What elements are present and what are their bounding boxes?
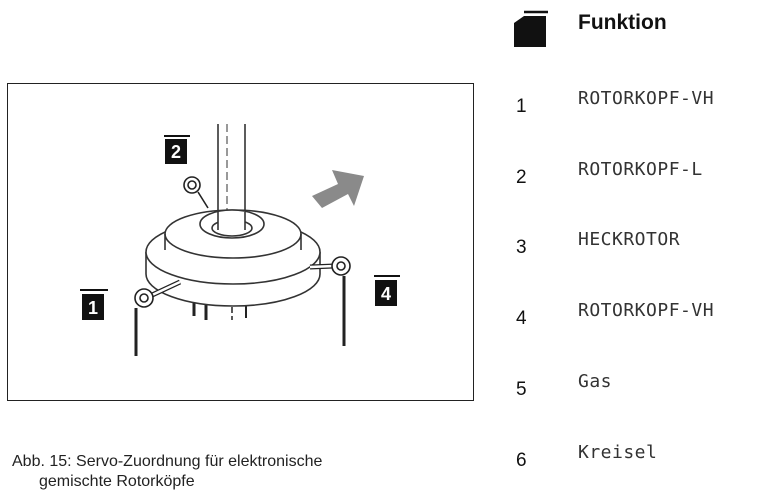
function-label: ROTORKOPF-VH	[578, 300, 715, 321]
marker-2: 2	[164, 135, 190, 164]
function-number: 1	[516, 96, 527, 117]
marker-1: 1	[80, 289, 108, 320]
ball-link-4	[309, 256, 351, 346]
figure-servo-diagram: 2 1 4	[7, 83, 474, 401]
function-label: ROTORKOPF-L	[578, 159, 703, 180]
caption-line-2: gemischte Rotorköpfe	[39, 473, 195, 490]
marker-2-label: 2	[171, 142, 181, 162]
function-row-6: 6 Kreisel	[0, 442, 762, 472]
function-number: 2	[516, 167, 527, 188]
swashplate-illustration: 2 1 4	[80, 124, 400, 356]
direction-arrow	[312, 170, 364, 208]
function-row-4: 4 ROTORKOPF-VH	[0, 300, 762, 330]
function-label: HECKROTOR	[578, 229, 681, 250]
marker-4: 4	[374, 275, 400, 306]
swashplate	[145, 209, 321, 307]
function-number: 3	[516, 237, 527, 258]
function-label: Gas	[578, 371, 613, 392]
function-number: 4	[516, 308, 527, 329]
function-number: 6	[516, 450, 527, 471]
function-header: Funktion	[578, 11, 667, 34]
marker-4-label: 4	[381, 284, 391, 304]
ball-link-1	[134, 279, 182, 356]
marker-1-label: 1	[88, 298, 98, 318]
function-number: 5	[516, 379, 527, 400]
function-label: Kreisel	[578, 442, 658, 463]
figure-caption: Abb. 15: Servo-Zuordnung für elektronisc…	[12, 452, 482, 492]
function-row-3: 3 HECKROTOR	[0, 229, 762, 259]
ball-link-2	[183, 176, 209, 209]
function-row-2: 2 ROTORKOPF-L	[0, 159, 762, 189]
function-label: ROTORKOPF-VH	[578, 88, 715, 109]
shaft-front	[217, 212, 246, 230]
function-row-5: 5 Gas	[0, 371, 762, 401]
marker-block-icon	[514, 10, 548, 47]
function-row-1: 1 ROTORKOPF-VH	[0, 88, 762, 118]
caption-line-1: Abb. 15: Servo-Zuordnung für elektronisc…	[12, 453, 323, 470]
